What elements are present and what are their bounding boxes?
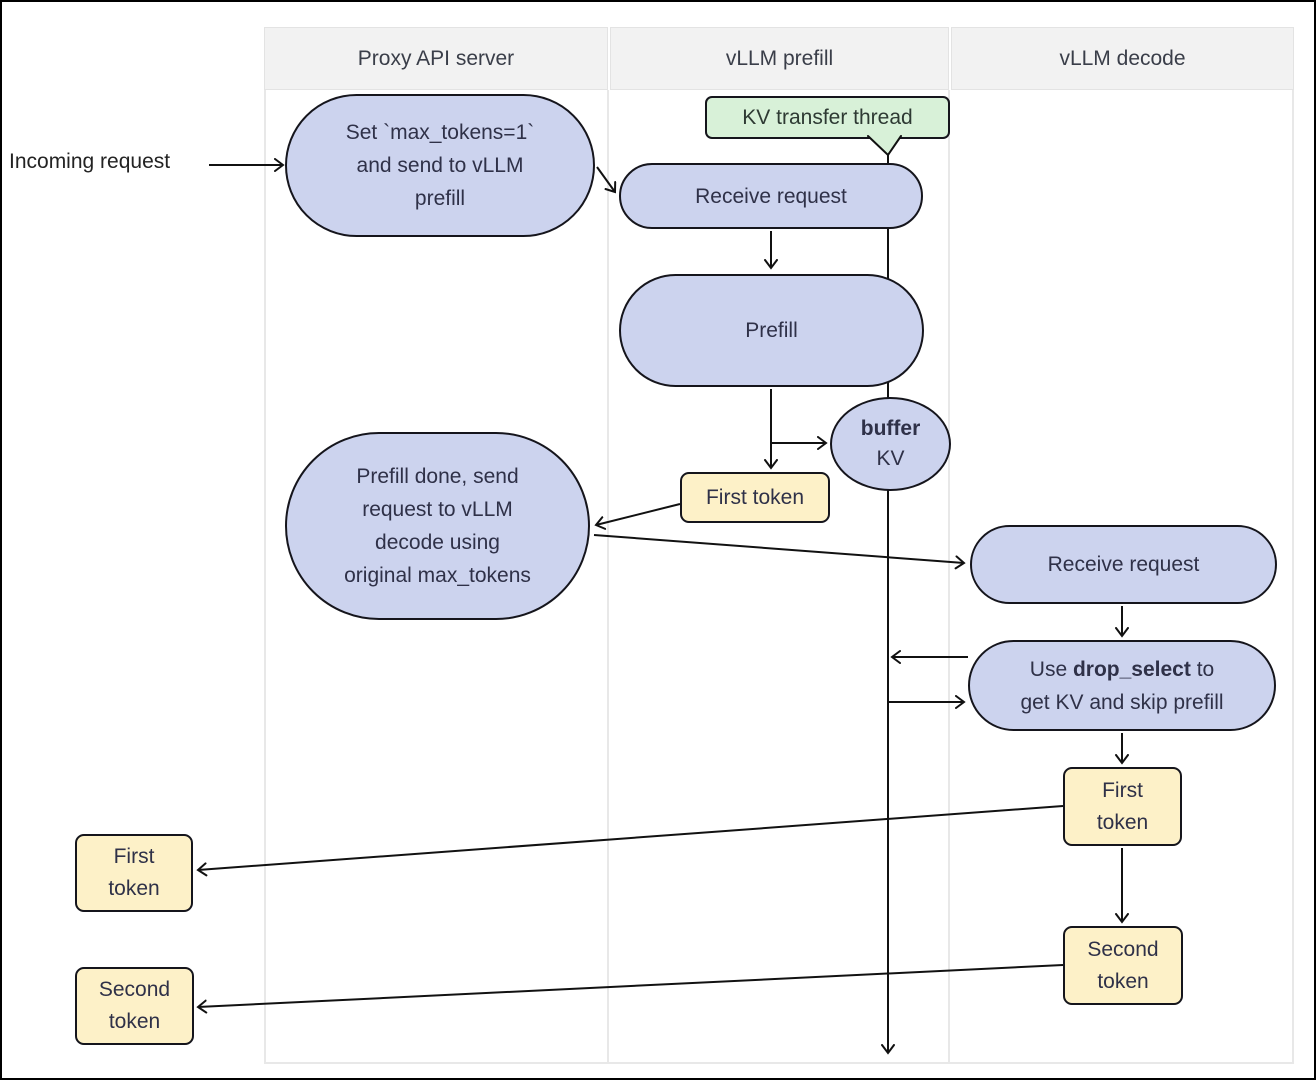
lane-divider-left bbox=[264, 90, 266, 1064]
token-second-client-line2: token bbox=[108, 1010, 161, 1033]
lane-divider-right bbox=[1292, 90, 1294, 1064]
token-first-prefill-label: First token bbox=[705, 485, 805, 509]
node-receive-request-prefill: Receive request bbox=[619, 163, 923, 229]
node-prefill: Prefill bbox=[619, 274, 924, 387]
token-first-client-line1: First bbox=[113, 845, 155, 868]
kv-transfer-thread-label: KV transfer thread bbox=[742, 106, 913, 129]
node-set-max-tokens-line3: prefill bbox=[414, 187, 466, 210]
node-drop-select: Use drop_select to get KV and skip prefi… bbox=[968, 640, 1276, 731]
drop-select-pre: Use bbox=[1029, 657, 1073, 681]
token-first-decode-line1: First bbox=[1102, 778, 1143, 802]
lane-divider-proxy-prefill bbox=[607, 90, 609, 1064]
token-first-client-line2: token bbox=[108, 877, 160, 900]
node-prefill-done-line3: decode using bbox=[375, 531, 500, 554]
token-second-decode-line2: token bbox=[1097, 969, 1149, 993]
lane-label-proxy: Proxy API server bbox=[357, 46, 515, 70]
drop-select-line2: get KV and skip prefill bbox=[1020, 690, 1224, 714]
node-prefill-done-line4: original max_tokens bbox=[344, 564, 531, 587]
token-first-decode: First token bbox=[1063, 767, 1182, 846]
node-buffer-kv: buffer KV bbox=[830, 397, 951, 491]
receive-request-prefill-label: Receive request bbox=[695, 184, 847, 208]
callout-kv-transfer-thread: KV transfer thread bbox=[705, 96, 950, 139]
drop-select-bold: drop_select bbox=[1072, 657, 1191, 681]
drop-select-post: to bbox=[1190, 657, 1215, 681]
buffer-kv-bold: buffer bbox=[860, 417, 921, 440]
token-second-decode: Second token bbox=[1063, 926, 1183, 1005]
lane-bottom-line bbox=[264, 1062, 1294, 1064]
node-prefill-done: Prefill done, send request to vLLM decod… bbox=[285, 432, 590, 620]
arrow-second-token-to-client bbox=[196, 964, 1064, 1014]
arrow-prefill-done-to-decode-receive bbox=[593, 534, 966, 570]
node-set-max-tokens-line1: Set `max_tokens=1` bbox=[345, 121, 535, 144]
lane-header-prefill: vLLM prefill bbox=[610, 27, 949, 90]
lane-header-decode: vLLM decode bbox=[951, 27, 1294, 90]
token-first-client: First token bbox=[75, 834, 193, 912]
lane-header-proxy: Proxy API server bbox=[264, 27, 608, 90]
arrow-proxy-to-prefill-receive bbox=[596, 166, 617, 194]
node-set-max-tokens: Set `max_tokens=1` and send to vLLM pref… bbox=[285, 94, 595, 237]
node-receive-request-decode: Receive request bbox=[970, 525, 1277, 604]
incoming-request-label: Incoming request bbox=[9, 150, 171, 173]
token-first-decode-line2: token bbox=[1096, 810, 1149, 834]
arrow-first-token-to-client bbox=[196, 805, 1064, 877]
receive-request-decode-label: Receive request bbox=[1047, 553, 1200, 576]
token-first-prefill: First token bbox=[680, 472, 830, 523]
token-second-client-line1: Second bbox=[98, 978, 171, 1001]
lane-divider-prefill-decode bbox=[948, 90, 950, 1064]
node-prefill-done-line2: request to vLLM bbox=[362, 498, 513, 521]
lane-label-prefill: vLLM prefill bbox=[725, 46, 834, 70]
buffer-kv-rest: KV bbox=[876, 447, 905, 470]
prefill-label: Prefill bbox=[745, 319, 798, 342]
drop-select-line1: Use drop_select to bbox=[1030, 653, 1214, 686]
token-second-client: Second token bbox=[75, 967, 194, 1045]
node-prefill-done-line1: Prefill done, send bbox=[356, 465, 519, 488]
lane-label-decode: vLLM decode bbox=[1059, 46, 1186, 70]
node-set-max-tokens-line2: and send to vLLM bbox=[356, 154, 524, 177]
token-second-decode-line1: Second bbox=[1087, 937, 1159, 961]
